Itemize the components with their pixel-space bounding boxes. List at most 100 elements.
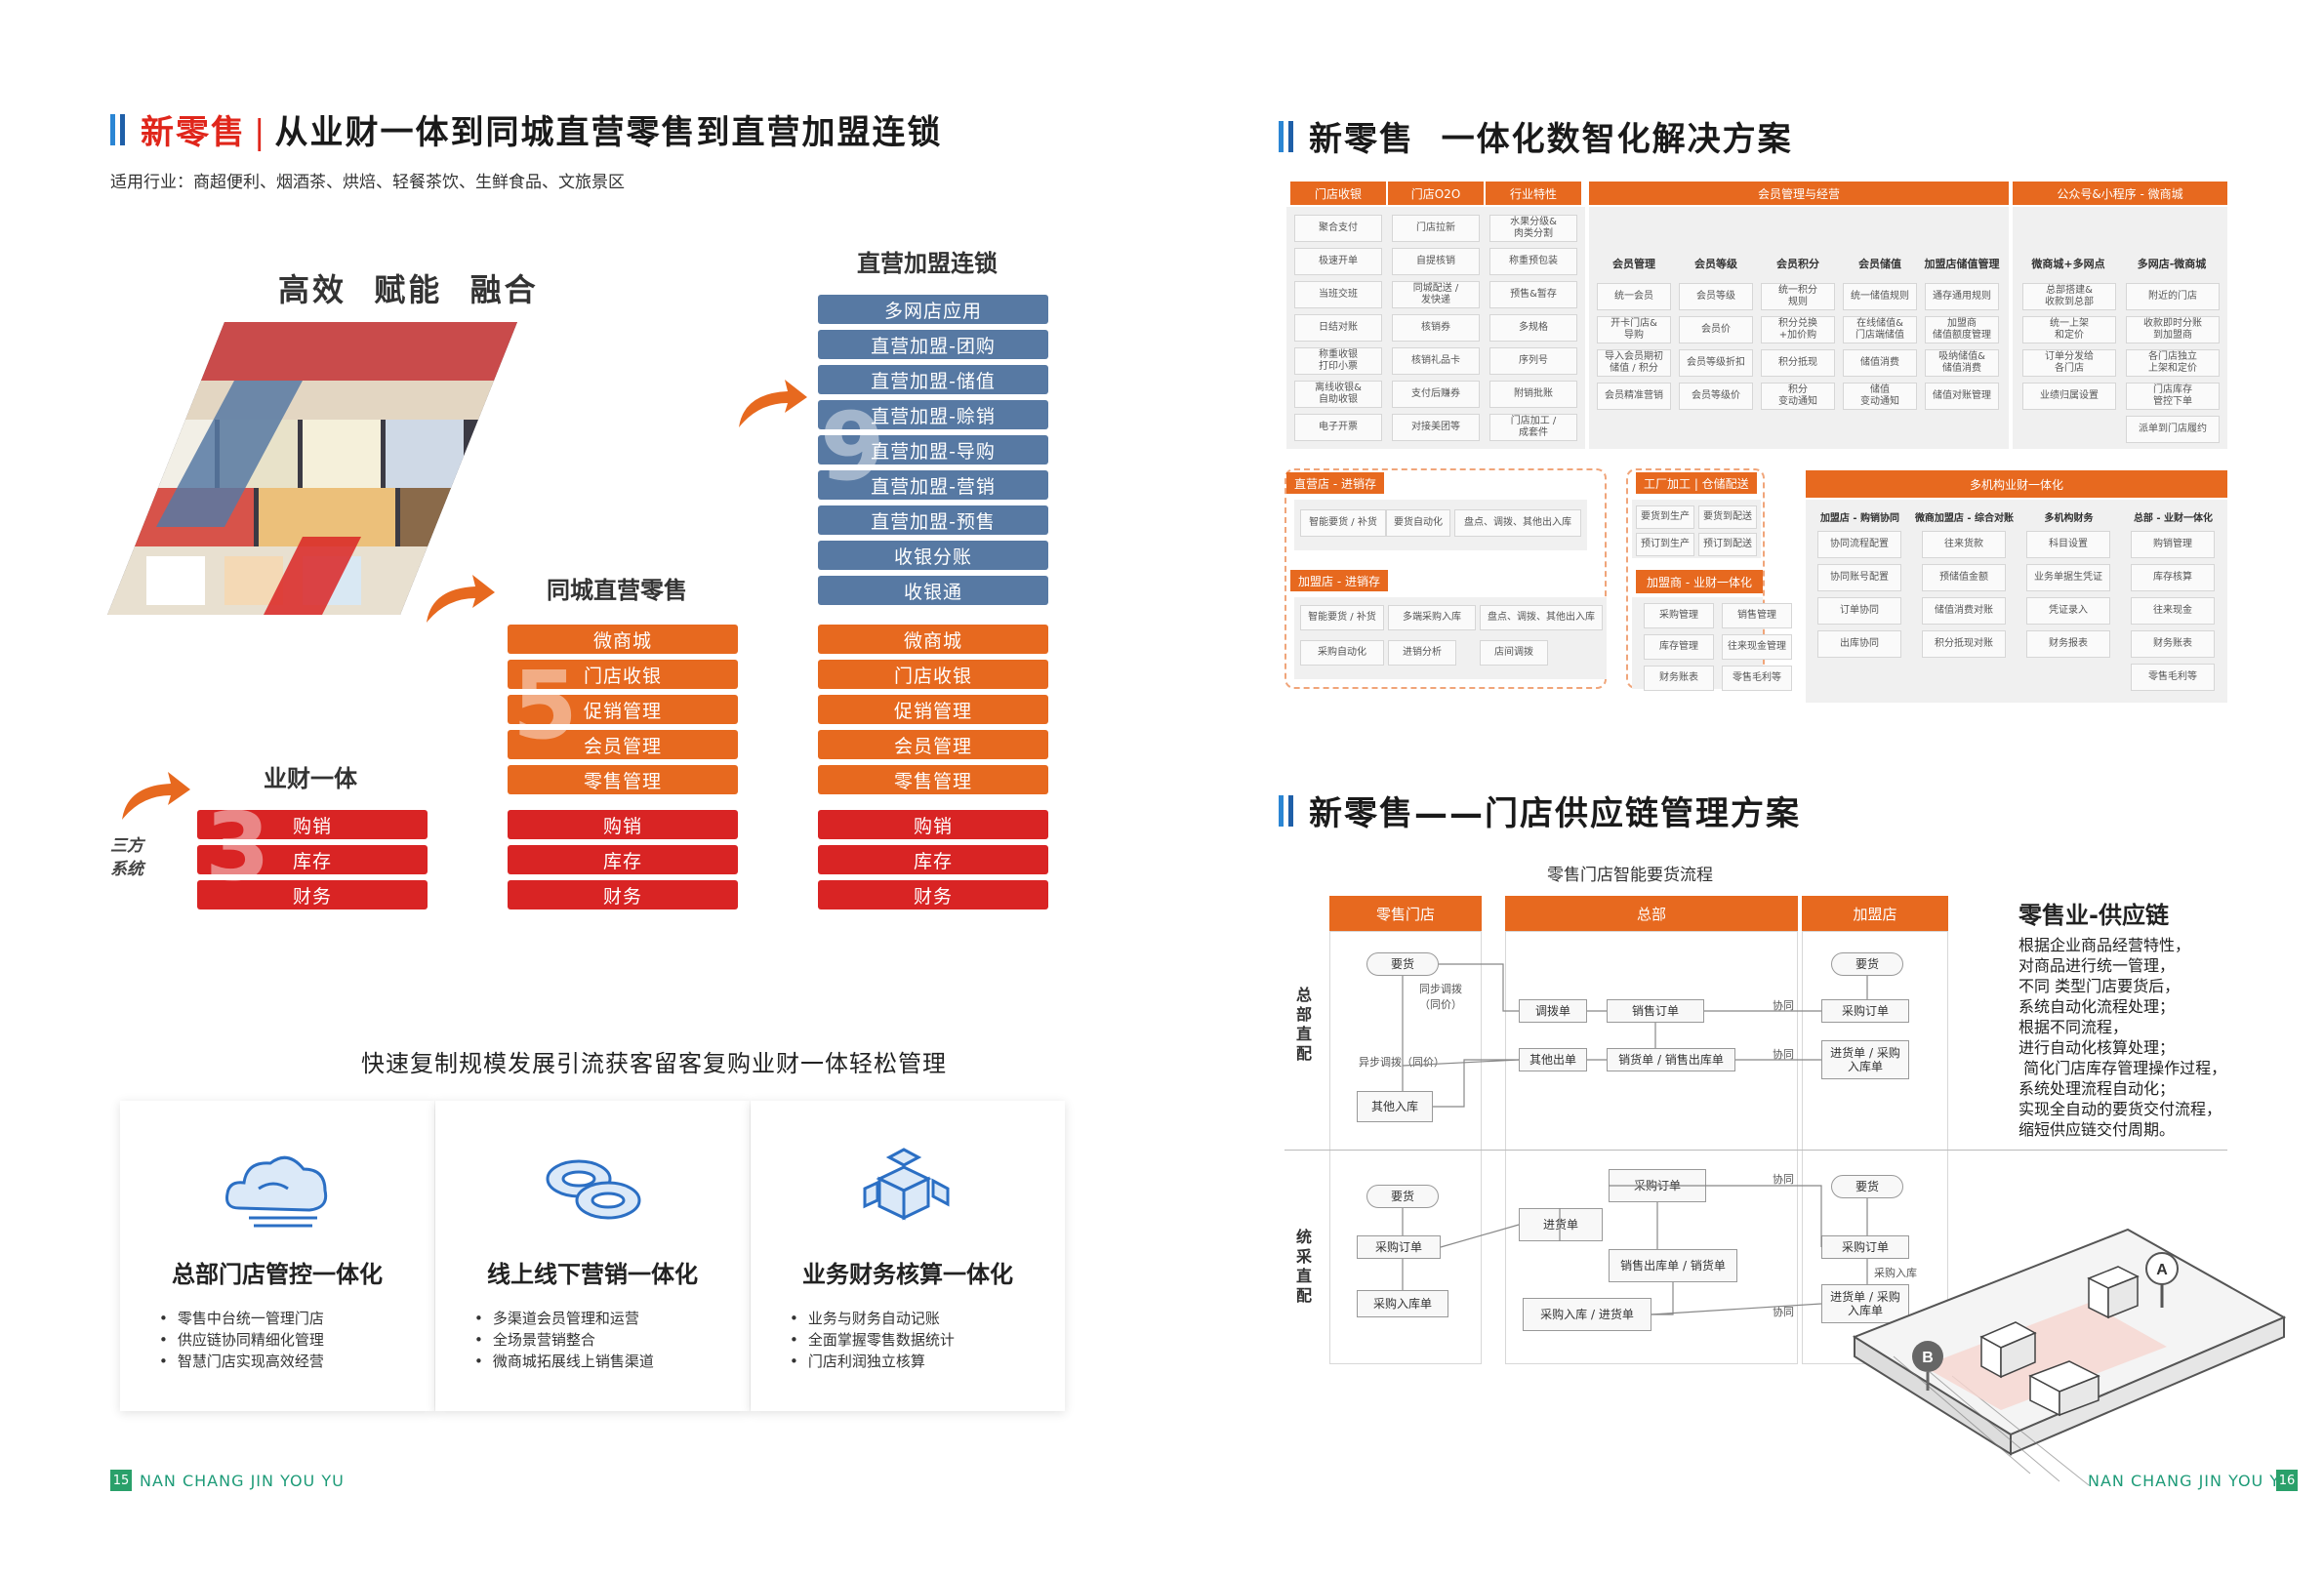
supply-line: 根据企业商品经营特性， [2018, 936, 2191, 954]
stack-bar: 会员管理 [508, 730, 738, 759]
stack-bar: 购销 [197, 810, 428, 839]
marker-a: A [2156, 1262, 2168, 1278]
card-title: 总部门店管控一体化 [172, 1261, 383, 1288]
right-title-2: 新零售——门店供应链管理方案 [1279, 787, 1801, 834]
grid-cell: 业务单据生凭证 [2026, 564, 2110, 591]
card-item: 微商城拓展线上销售渠道 [474, 1351, 654, 1372]
flow-node: 要货 [1831, 1175, 1903, 1198]
stack-bar: 促销管理 [818, 695, 1048, 724]
left-title: 新零售|从业财一体到同城直营零售到直营加盟连锁 [110, 105, 942, 153]
flow-node: 采购入库 / 进货单 [1523, 1298, 1651, 1331]
grid-cell: 预订到生产 [1636, 533, 1694, 556]
divider [1284, 1150, 2227, 1151]
section-tag: 工厂加工 | 仓储配送 [1636, 472, 1757, 494]
grid-cell: 会员等级 [1679, 283, 1753, 310]
flow-node: 进货单 / 采购 入库单 [1821, 1040, 1909, 1079]
arrow-icon [739, 380, 807, 427]
flow-node: 销货单 / 销售出库单 [1607, 1048, 1735, 1071]
stack-bar: 收银分账 [818, 541, 1048, 570]
section-tag: 直营店 - 进销存 [1286, 472, 1384, 494]
flow-node: 销售出库单 / 销货单 [1609, 1249, 1737, 1282]
flow-node: 采购入库 [1874, 1267, 1917, 1279]
grid-cell: 门店库存 管控下单 [2126, 383, 2220, 410]
stack-bar: 库存 [818, 845, 1048, 874]
grid-cell: 要货到配送 [1698, 505, 1757, 529]
flow-node: 要货 [1366, 952, 1439, 976]
stack-bar: 门店收银 [508, 660, 738, 689]
grid-subheader: 多网店-微商城 [2137, 258, 2207, 270]
grid-cell: 零售毛利等 [1722, 666, 1792, 691]
grid-header: 会员管理与经营 [1589, 182, 2009, 205]
lane-header: 零售门店 [1329, 896, 1482, 931]
grid-cell: 积分兑换 +加价购 [1761, 316, 1835, 343]
grid-cell: 多端采购入库 [1388, 605, 1476, 630]
stack-bar: 微商城 [508, 625, 738, 654]
card-item: 全面掌握零售数据统计 [790, 1329, 955, 1351]
grid-cell: 往来现金 [2131, 597, 2215, 625]
grid-cell: 储值消费 [1843, 349, 1917, 377]
stack-bar: 财务 [818, 880, 1048, 909]
grid-cell: 财务账表 [2131, 630, 2215, 658]
flow-caption: 零售门店智能要货流程 [1547, 866, 1713, 885]
collab-label: 协同 [1773, 1048, 1794, 1061]
grid-cell: 智能要货 / 补货 [1300, 509, 1386, 537]
grid-cell: 支付后赚券 [1392, 381, 1480, 408]
stack-bar: 门店收银 [818, 660, 1048, 689]
stack-bar: 收银通 [818, 576, 1048, 605]
collab-label: 协同 [1773, 1173, 1794, 1186]
step-number: 3 [205, 792, 270, 902]
swimlane [1505, 931, 1798, 1364]
grid-cell: 统一上架 和定价 [2022, 316, 2116, 343]
card-item: 业务与财务自动记账 [790, 1308, 955, 1329]
grid-cell: 库存管理 [1644, 634, 1714, 660]
grid-cell: 盘点、调拨、其他出入库 [1454, 509, 1581, 537]
grid-cell: 预订到配送 [1698, 533, 1757, 556]
grid-header: 行业特性 [1486, 182, 1581, 205]
grid-header: 门店收银 [1290, 182, 1386, 205]
grid-cell: 会员价 [1679, 316, 1753, 343]
grid-cell: 库存核算 [2131, 564, 2215, 591]
grid-cell: 总部搭建& 收款到总部 [2022, 283, 2116, 310]
flow-node: 销售订单 [1607, 999, 1704, 1023]
grid-cell: 附销批账 [1489, 381, 1577, 408]
flow-node: 采购订单 [1821, 1235, 1909, 1259]
grid-cell: 储值对账管理 [1925, 383, 1999, 410]
grid-header: 门店O2O [1388, 182, 1484, 205]
swimlane [1329, 931, 1482, 1364]
stack-bar: 零售管理 [508, 765, 738, 794]
grid-cell: 订单分发给 各门店 [2022, 349, 2116, 377]
grid-cell: 往来现金管理 [1722, 634, 1792, 660]
footer-text: NAN CHANG JIN YOU YU [2088, 1472, 2293, 1490]
grid-cell: 通存通用规则 [1925, 283, 1999, 310]
marker-b: B [1922, 1350, 1934, 1366]
supply-line: 对商品进行统一管理， [2018, 956, 2176, 975]
logistics-illustration: B A [1835, 1220, 2294, 1498]
grid-subheader: 会员等级 [1694, 258, 1737, 270]
grid-cell: 会员精准营销 [1597, 383, 1671, 410]
grid-cell: 极速开单 [1294, 248, 1382, 275]
grid-cell: 预售&暂存 [1489, 281, 1577, 308]
flow-node: 其他入库 [1357, 1091, 1433, 1122]
grid-cell: 要货到生产 [1636, 505, 1694, 529]
grid-cell: 统一储值规则 [1843, 283, 1917, 310]
grid-cell: 派单到门店履约 [2126, 416, 2220, 443]
supply-line: 简化门店库存管理操作过程， [2018, 1059, 2227, 1077]
grid-cell: 凭证录入 [2026, 597, 2110, 625]
stack-bar: 购销 [508, 810, 738, 839]
stack-bar: 微商城 [818, 625, 1048, 654]
page-number: 16 [2276, 1470, 2298, 1491]
grid-cell: 协同流程配置 [1817, 531, 1901, 558]
supply-title: 零售业-供应链 [2018, 902, 2169, 929]
arrow-icon [427, 575, 495, 623]
grid-cell: 导入会员期初 储值 / 积分 [1597, 349, 1671, 377]
step-number: 5 [512, 651, 578, 760]
lane-header: 总部 [1505, 896, 1798, 931]
supply-line: 系统自动化流程处理； [2018, 997, 2176, 1016]
card-title: 业务财务核算一体化 [802, 1261, 1013, 1288]
supply-line: 不同 类型门店要货后， [2018, 977, 2181, 995]
stack-bar: 直营加盟-赊销 [818, 400, 1048, 429]
stack-bar: 直营加盟-营销 [818, 470, 1048, 500]
col3-title: 直营加盟连锁 [857, 250, 998, 277]
grid-cell: 采购自动化 [1300, 640, 1384, 666]
section-tag: 加盟店 - 进销存 [1290, 570, 1388, 591]
